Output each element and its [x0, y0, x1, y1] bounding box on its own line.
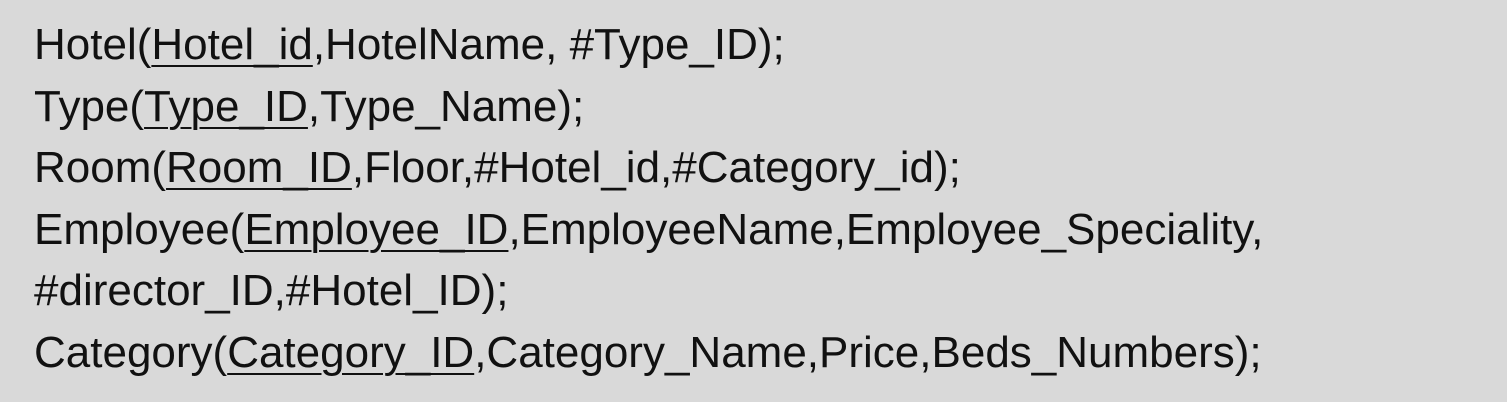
type-relation-attributes: ,Type_Name); — [307, 81, 585, 131]
hotel-relation-line: Hotel(Hotel_id,HotelName, #Type_ID); — [34, 14, 1507, 76]
employee-primary-key: Employee_ID — [244, 204, 509, 254]
type-relation-line: Type(Type_ID,Type_Name); — [34, 76, 1507, 138]
employee-relation-prefix: Employee( — [34, 204, 245, 254]
employee-relation-attributes: ,EmployeeName,Employee_Speciality, — [508, 204, 1264, 254]
category-relation-prefix: Category( — [34, 327, 228, 377]
category-relation-line: Category(Category_ID,Category_Name,Price… — [34, 322, 1507, 384]
category-relation-attributes: ,Category_Name,Price,Beds_Numbers); — [474, 327, 1262, 377]
room-relation-line: Room(Room_ID,Floor,#Hotel_id,#Category_i… — [34, 137, 1507, 199]
category-primary-key: Category_ID — [227, 327, 475, 377]
room-primary-key: Room_ID — [166, 143, 352, 192]
employee-foreign-keys: #director_ID,#Hotel_ID); — [34, 266, 509, 315]
hotel-relation-attributes: ,HotelName, #Type_ID); — [312, 20, 785, 69]
hotel-primary-key: Hotel_id — [151, 20, 313, 69]
hotel-relation-prefix: Hotel( — [34, 20, 152, 69]
employee-relation-line: Employee(Employee_ID,EmployeeName,Employ… — [34, 199, 1507, 261]
type-primary-key: Type_ID — [144, 81, 308, 131]
room-relation-prefix: Room( — [34, 143, 167, 192]
type-relation-prefix: Type( — [34, 81, 145, 131]
employee-relation-continuation-line: #director_ID,#Hotel_ID); — [34, 260, 1507, 322]
room-relation-attributes: ,Floor,#Hotel_id,#Category_id); — [351, 143, 961, 192]
